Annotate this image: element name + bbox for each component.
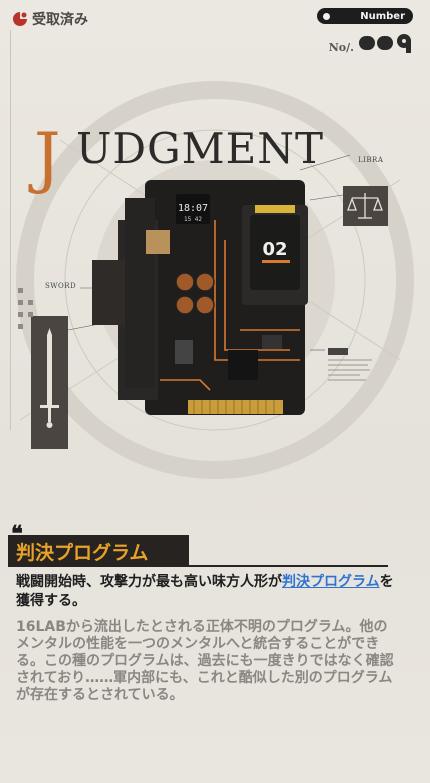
number-glyphs-icon — [359, 34, 411, 53]
received-icon — [13, 12, 27, 26]
judgment-artwork: 18:07 15 42 02 — [16, 81, 414, 479]
effect-text-before: 戦闘開始時、攻撃力が最も高い味方人形が — [16, 574, 282, 590]
number-pill: Number — [317, 8, 413, 24]
program-title-box: 判決プログラム — [8, 535, 189, 565]
quote-mark-icon: ❝ — [11, 521, 23, 547]
title-letter-j: J — [34, 119, 61, 196]
program-title: 判決プログラム — [16, 542, 149, 564]
item-number: No/. — [329, 32, 414, 54]
program-link[interactable]: 判決プログラム — [282, 574, 380, 590]
lore-text: 16LABから流出したとされる正体不明のプログラム。他のメンタルの性能を一つのメ… — [16, 619, 394, 703]
divider — [8, 565, 388, 567]
status-badge: 受取済み — [12, 9, 88, 29]
libra-label: LIBRA — [358, 156, 384, 164]
module-number: 02 — [262, 239, 287, 260]
sword-label: SWORD — [45, 282, 77, 290]
artwork-title: UDGMENT — [76, 124, 325, 173]
status-text: 受取済み — [32, 12, 88, 28]
pill-dot-icon — [323, 12, 330, 20]
display-time: 18:07 — [178, 203, 208, 214]
pill-label: Number — [360, 10, 405, 22]
effect-text-after: を獲得する。 — [16, 574, 394, 609]
number-label: No/. — [328, 41, 354, 54]
frame-line — [10, 30, 11, 430]
display-sub: 15 42 — [184, 216, 202, 223]
effect-description: 戦闘開始時、攻撃力が最も高い味方人形が判決プログラムを獲得する。 — [16, 573, 396, 611]
